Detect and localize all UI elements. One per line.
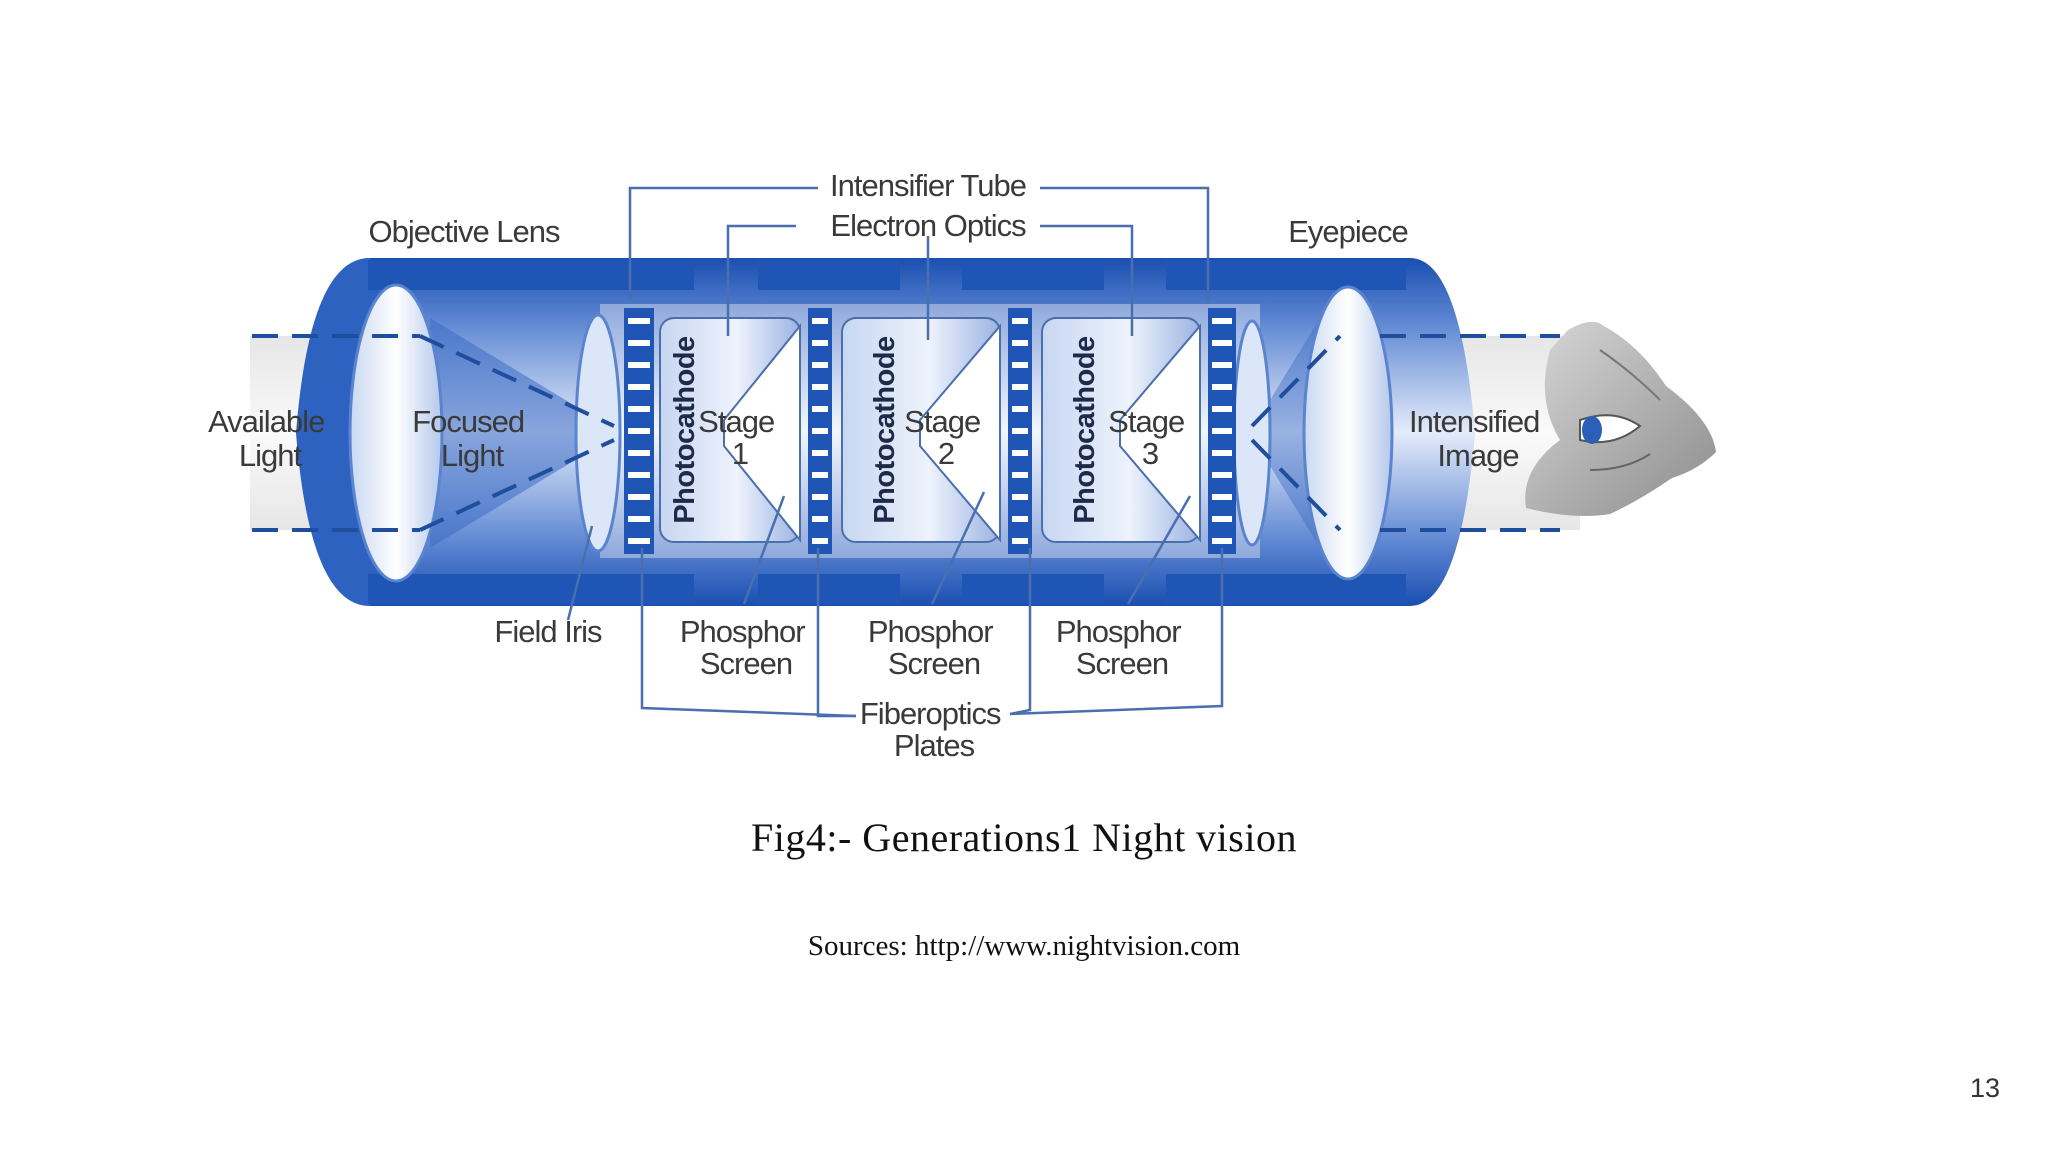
label-phosphor-screen-1: Phosphor Screen <box>680 614 812 681</box>
figure-caption: Fig4:- Generations1 Night vision <box>751 815 1297 860</box>
label-fiberoptics-plates: Fiberoptics Plates <box>860 696 1008 763</box>
label-intensified-image: Intensified Image <box>1409 404 1547 473</box>
label-stage-3: Stage 3 <box>1108 404 1192 471</box>
label-eyepiece: Eyepiece <box>1288 214 1408 249</box>
label-stage-2: Stage 2 <box>904 404 988 471</box>
leader-lines <box>566 186 1224 718</box>
objective-lens <box>348 283 444 583</box>
field-iris-lens <box>574 313 622 553</box>
label-objective-lens: Objective Lens <box>368 214 560 249</box>
label-electron-optics: Electron Optics <box>830 208 1026 243</box>
light-path-lines <box>252 334 1560 532</box>
stage-3-chamber <box>1041 317 1201 543</box>
viewer-eye-illustration <box>1525 321 1716 516</box>
fiberoptics-plates <box>624 308 1236 554</box>
label-intensifier-tube: Intensifier Tube <box>830 168 1026 203</box>
label-phosphor-screen-3: Phosphor Screen <box>1056 614 1188 681</box>
eyepiece-lens <box>1302 285 1394 581</box>
stage-2-chamber <box>841 317 1001 543</box>
label-focused-light: Focused Light <box>412 404 532 473</box>
label-phosphor-screen-2: Phosphor Screen <box>868 614 1000 681</box>
label-available-light: Available Light <box>208 404 332 473</box>
label-field-iris: Field Iris <box>494 614 602 649</box>
label-photocathode-3: Photocathode <box>1069 336 1101 524</box>
label-photocathode-1: Photocathode <box>669 336 701 524</box>
label-photocathode-2: Photocathode <box>869 336 901 524</box>
label-stage-1: Stage 1 <box>698 404 782 471</box>
page-number: 13 <box>1969 1073 2000 1103</box>
source-line: Sources: http://www.nightvision.com <box>807 930 1241 962</box>
stage-1-chamber <box>659 317 801 543</box>
